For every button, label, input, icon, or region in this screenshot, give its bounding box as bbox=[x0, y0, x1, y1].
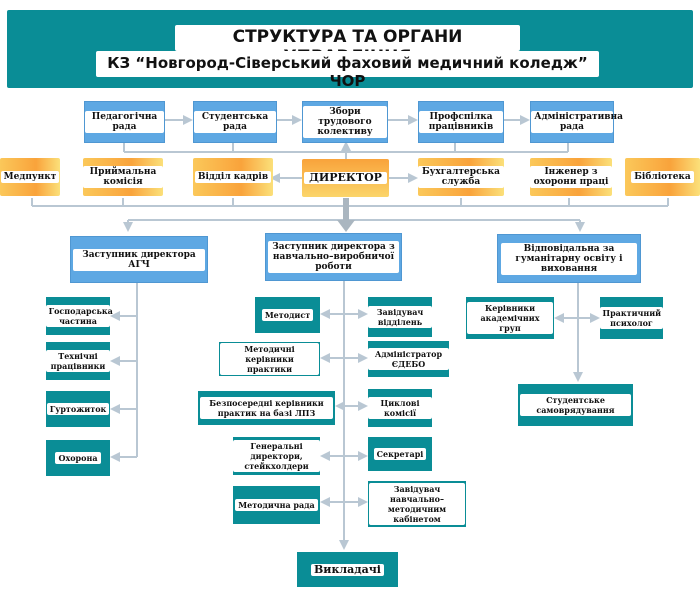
medical-point-label: Медпункт bbox=[0, 171, 60, 183]
technical-staff-box: Технічні працівники bbox=[46, 342, 110, 380]
cycle-commissions-label: Циклові комісії bbox=[368, 397, 432, 419]
hr-box: Відділ кадрів bbox=[193, 158, 273, 196]
direct-practice-heads-box: Безпосередні керівники практик на базі Л… bbox=[198, 391, 335, 425]
student-self-gov-box: Студентське самоврядування bbox=[518, 384, 633, 426]
deputy-agc-box: Заступник директора АГЧ bbox=[70, 236, 208, 283]
technical-staff-label: Технічні працівники bbox=[46, 350, 110, 372]
labor-assembly-label: Збори трудового колективу bbox=[303, 106, 387, 138]
psychologist-box: Практичний психолог bbox=[599, 297, 664, 339]
deputy-edu-label: Заступник директора з навчально–виробнич… bbox=[268, 241, 399, 273]
security-box: Охорона bbox=[46, 440, 110, 476]
deputy-humanitarian-box: Відповідальна за гуманітарну освіту і ви… bbox=[497, 234, 641, 283]
admission-label: Приймальна комісія bbox=[83, 166, 163, 188]
director-box: ДИРЕКТОР bbox=[302, 159, 389, 197]
admission-box: Приймальна комісія bbox=[83, 158, 163, 196]
admin-council-label: Адміністративна рада bbox=[531, 111, 623, 133]
director-label: ДИРЕКТОР bbox=[304, 172, 387, 184]
methodical-council-box: Методична рада bbox=[233, 486, 320, 524]
admin-council-box: Адміністративна рада bbox=[530, 101, 623, 143]
dormitory-box: Гуртожиток bbox=[46, 391, 110, 427]
group-heads-box: Керівники академічних груп bbox=[466, 297, 554, 339]
direct-practice-heads-label: Безпосередні керівники практик на базі Л… bbox=[200, 397, 333, 419]
trade-union-box: Профспілка працівників bbox=[418, 101, 504, 143]
teachers-box: Викладачі bbox=[297, 552, 398, 587]
cabinet-head-label: Завідувач навчально–методичним кабінетом bbox=[368, 483, 466, 525]
student-self-gov-label: Студентське самоврядування bbox=[519, 394, 632, 416]
practice-heads-box: Методичні керівники практики bbox=[219, 342, 320, 376]
dept-head-label: Завідувач відділень bbox=[368, 306, 432, 328]
general-directors-box: Генеральні директори, стейкхолдери bbox=[233, 437, 320, 475]
edebo-admin-box: Адміністратор ЄДЕБО bbox=[368, 341, 449, 377]
dept-head-box: Завідувач відділень bbox=[368, 297, 432, 337]
safety-engineer-box: Інженер з охорони праці bbox=[530, 158, 612, 196]
library-label: Бібліотека bbox=[631, 171, 694, 183]
economic-unit-box: Господарська частина bbox=[45, 297, 113, 335]
dormitory-label: Гуртожиток bbox=[46, 403, 110, 415]
cabinet-head-box: Завідувач навчально–методичним кабінетом bbox=[368, 481, 466, 527]
labor-assembly-box: Збори трудового колективу bbox=[302, 101, 388, 143]
cycle-commissions-box: Циклові комісії bbox=[368, 389, 432, 427]
accounting-label: Бухгалтерська служба bbox=[418, 166, 504, 188]
page-subtitle: КЗ “Новгород-Сіверський фаховий медичний… bbox=[107, 54, 588, 90]
methodist-box: Методист bbox=[255, 297, 320, 333]
general-directors-label: Генеральні директори, стейкхолдери bbox=[233, 440, 320, 472]
hr-label: Відділ кадрів bbox=[194, 171, 272, 183]
deputy-humanitarian-label: Відповідальна за гуманітарну освіту і ви… bbox=[500, 242, 638, 275]
security-label: Охорона bbox=[55, 452, 101, 464]
methodist-label: Методист bbox=[261, 309, 314, 321]
subtitle-plate bbox=[96, 51, 599, 77]
deputy-edu-box: Заступник директора з навчально–виробнич… bbox=[265, 233, 402, 281]
student-council-box: Студентська рада bbox=[193, 101, 277, 143]
library-box: Бібліотека bbox=[625, 158, 700, 196]
deputy-agc-label: Заступник директора АГЧ bbox=[73, 248, 205, 271]
pedagogical-council-label: Педагогічна рада bbox=[85, 111, 164, 133]
group-heads-label: Керівники академічних груп bbox=[466, 302, 554, 334]
title-plate bbox=[175, 25, 520, 51]
edebo-admin-label: Адміністратор ЄДЕБО bbox=[368, 348, 449, 370]
pedagogical-council-box: Педагогічна рада bbox=[84, 101, 165, 143]
trade-union-label: Профспілка працівників bbox=[419, 111, 503, 133]
secretaries-label: Секретарі bbox=[373, 448, 427, 460]
safety-engineer-label: Інженер з охорони праці bbox=[530, 166, 612, 188]
psychologist-label: Практичний психолог bbox=[599, 307, 664, 329]
methodical-council-label: Методична рада bbox=[235, 499, 318, 511]
accounting-box: Бухгалтерська служба bbox=[418, 158, 504, 196]
student-council-label: Студентська рада bbox=[194, 111, 276, 133]
teachers-label: Викладачі bbox=[311, 563, 384, 576]
economic-unit-label: Господарська частина bbox=[45, 305, 113, 327]
medical-point-box: Медпункт bbox=[0, 158, 60, 196]
practice-heads-label: Методичні керівники практики bbox=[220, 343, 319, 375]
secretaries-box: Секретарі bbox=[368, 437, 432, 471]
